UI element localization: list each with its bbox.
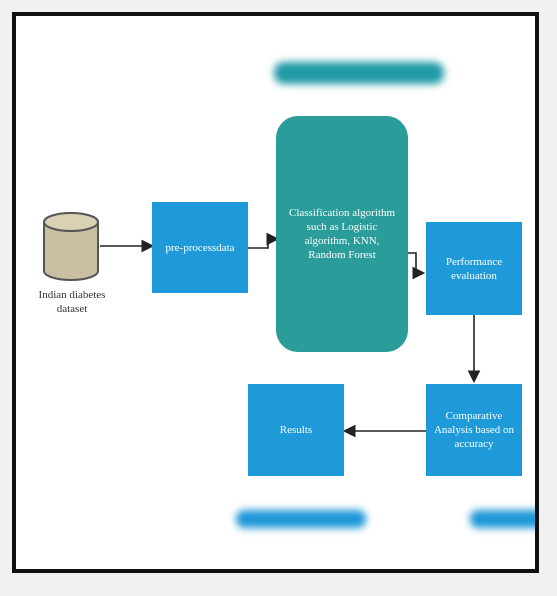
database-icon xyxy=(43,212,99,281)
database-label: Indian diabetes dataset xyxy=(24,288,120,316)
arrow-classification-to-performance xyxy=(408,252,426,280)
performance-label: Performance evaluation xyxy=(445,255,503,282)
figure-frame: Indian diabetes dataset pre-processdata … xyxy=(12,12,539,573)
connector-layer xyxy=(43,212,481,438)
comparative-label: Comparative Analysis based on accuracy xyxy=(433,410,515,450)
arrow-preprocess-to-classification xyxy=(248,232,280,249)
database-label-line1: Indian diabetes xyxy=(38,289,106,301)
preprocess-box: pre-processdata xyxy=(152,202,248,293)
blurred-header-strip xyxy=(274,62,444,84)
comparative-box: Comparative Analysis based on accuracy xyxy=(426,384,522,476)
preprocess-label: pre-processdata xyxy=(165,241,235,254)
classification-label: Classification algorithm such as Logisti… xyxy=(288,207,395,261)
classification-box: Classification algorithm such as Logisti… xyxy=(276,116,408,352)
performance-box: Performance evaluation xyxy=(426,222,522,315)
results-box: Results xyxy=(248,384,344,476)
database-label-line2: dataset xyxy=(56,303,88,315)
blurred-footer-strip-left xyxy=(236,510,366,528)
results-label: Results xyxy=(279,424,313,436)
blurred-footer-strip-right xyxy=(470,510,535,528)
